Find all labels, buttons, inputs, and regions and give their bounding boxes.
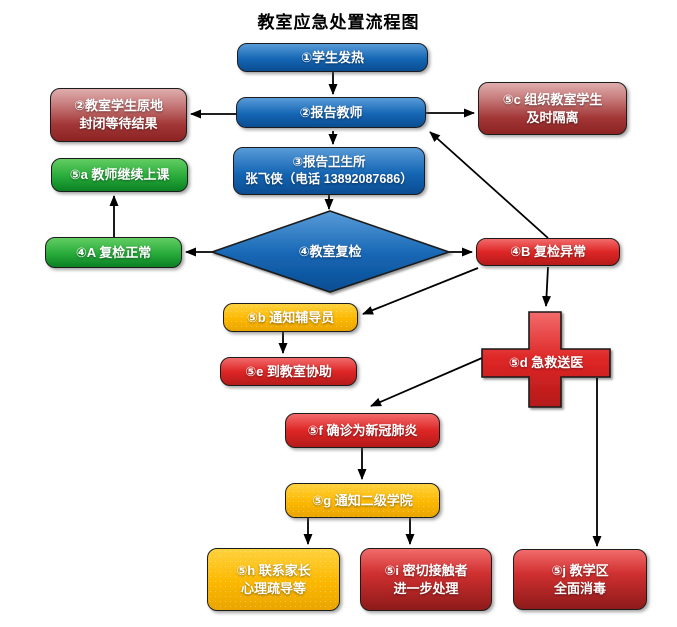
node-close-contacts-handling: ⑤i 密切接触者 进一步处理 [360, 548, 492, 611]
node-report-teacher: ②报告教师 [236, 97, 426, 128]
node-report-clinic: ③报告卫生所 张飞侠（电话 13892087686） [233, 147, 425, 195]
node-student-fever: ①学生发热 [237, 43, 428, 72]
node-teacher-continue-class: ⑤a 教师继续上课 [51, 158, 188, 192]
node-classroom-lockdown-wait: ②教室学生原地 封闭等待结果 [50, 88, 187, 142]
node-contact-parents-counseling: ⑤h 联系家长 心理疏导等 [207, 548, 340, 611]
arrow-ambulance-to-confirmed [370, 357, 483, 407]
medical-cross-shape [481, 311, 611, 408]
node-recheck-normal: ④A 复检正常 [45, 237, 182, 268]
page-title: 教室应急处置流程图 [257, 13, 420, 32]
node-assist-in-classroom: ⑤e 到教室协助 [220, 357, 357, 386]
arrow-abnormal-to-counselor [362, 267, 479, 315]
arrow-abnormal-to-report-teacher [429, 131, 549, 239]
node-emergency-hospital: ⑤d 急救送医 [508, 355, 584, 371]
node-isolate-students: ⑤c 组织教室学生 及时隔离 [478, 82, 627, 135]
node-confirmed-covid: ⑤f 确诊为新冠肺炎 [285, 413, 440, 448]
node-notify-college: ⑤g 通知二级学院 [285, 483, 440, 518]
arrow-abnormal-to-ambulance [542, 266, 552, 307]
decision-diamond-shape [209, 210, 452, 293]
node-classroom-recheck-decision: ④教室复检 [298, 244, 362, 260]
node-recheck-abnormal: ④B 复检异常 [476, 238, 620, 266]
node-disinfect-teaching-area: ⑤j 教学区 全面消毒 [513, 549, 647, 610]
node-notify-counselor: ⑤b 通知辅导员 [223, 303, 358, 332]
